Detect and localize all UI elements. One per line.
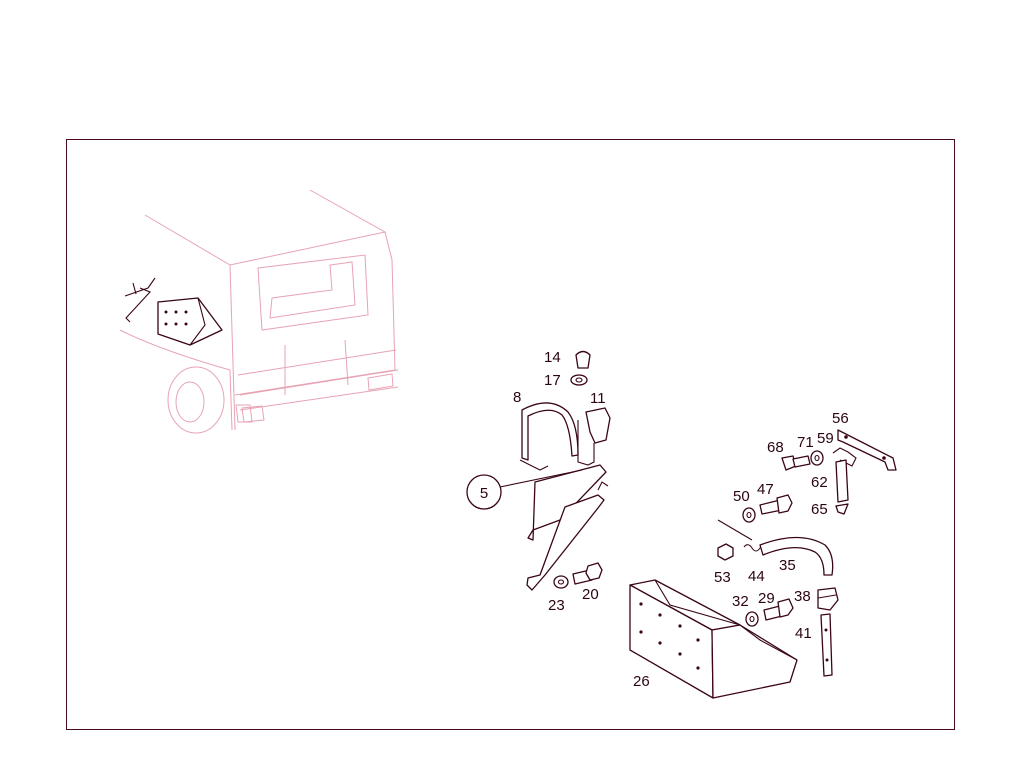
callout-23: 23 <box>548 597 565 614</box>
carrier-on-vehicle <box>124 277 223 346</box>
diagram-frame <box>66 139 955 730</box>
callout-50: 50 <box>733 488 750 505</box>
callout-8: 8 <box>513 389 521 406</box>
callout-47: 47 <box>757 481 774 498</box>
callout-circle <box>466 474 502 510</box>
carrier-box <box>629 579 798 699</box>
vehicle-outline <box>119 189 399 434</box>
callout-71: 71 <box>797 434 814 451</box>
callout-11: 11 <box>590 390 606 407</box>
callout-32: 32 <box>732 593 749 610</box>
callout-labels: 5 8 11 14 17 20 23 26 29 32 35 38 41 44 … <box>480 349 849 690</box>
bracket-assembly <box>466 350 611 591</box>
callout-65: 65 <box>811 501 828 518</box>
callout-59: 59 <box>817 430 834 447</box>
callout-53: 53 <box>714 569 731 586</box>
callout-35: 35 <box>779 557 796 574</box>
callout-41: 41 <box>795 625 812 642</box>
callout-38: 38 <box>794 588 811 605</box>
callout-44: 44 <box>748 568 765 585</box>
callout-29: 29 <box>758 590 775 607</box>
callout-56: 56 <box>832 410 849 427</box>
callout-68: 68 <box>767 439 784 456</box>
callout-26: 26 <box>633 673 650 690</box>
callout-14: 14 <box>544 349 561 366</box>
callout-5: 5 <box>480 485 488 502</box>
hardware-group <box>717 429 897 677</box>
callout-20: 20 <box>582 586 599 603</box>
callout-62: 62 <box>811 474 828 491</box>
callout-17: 17 <box>544 372 561 389</box>
